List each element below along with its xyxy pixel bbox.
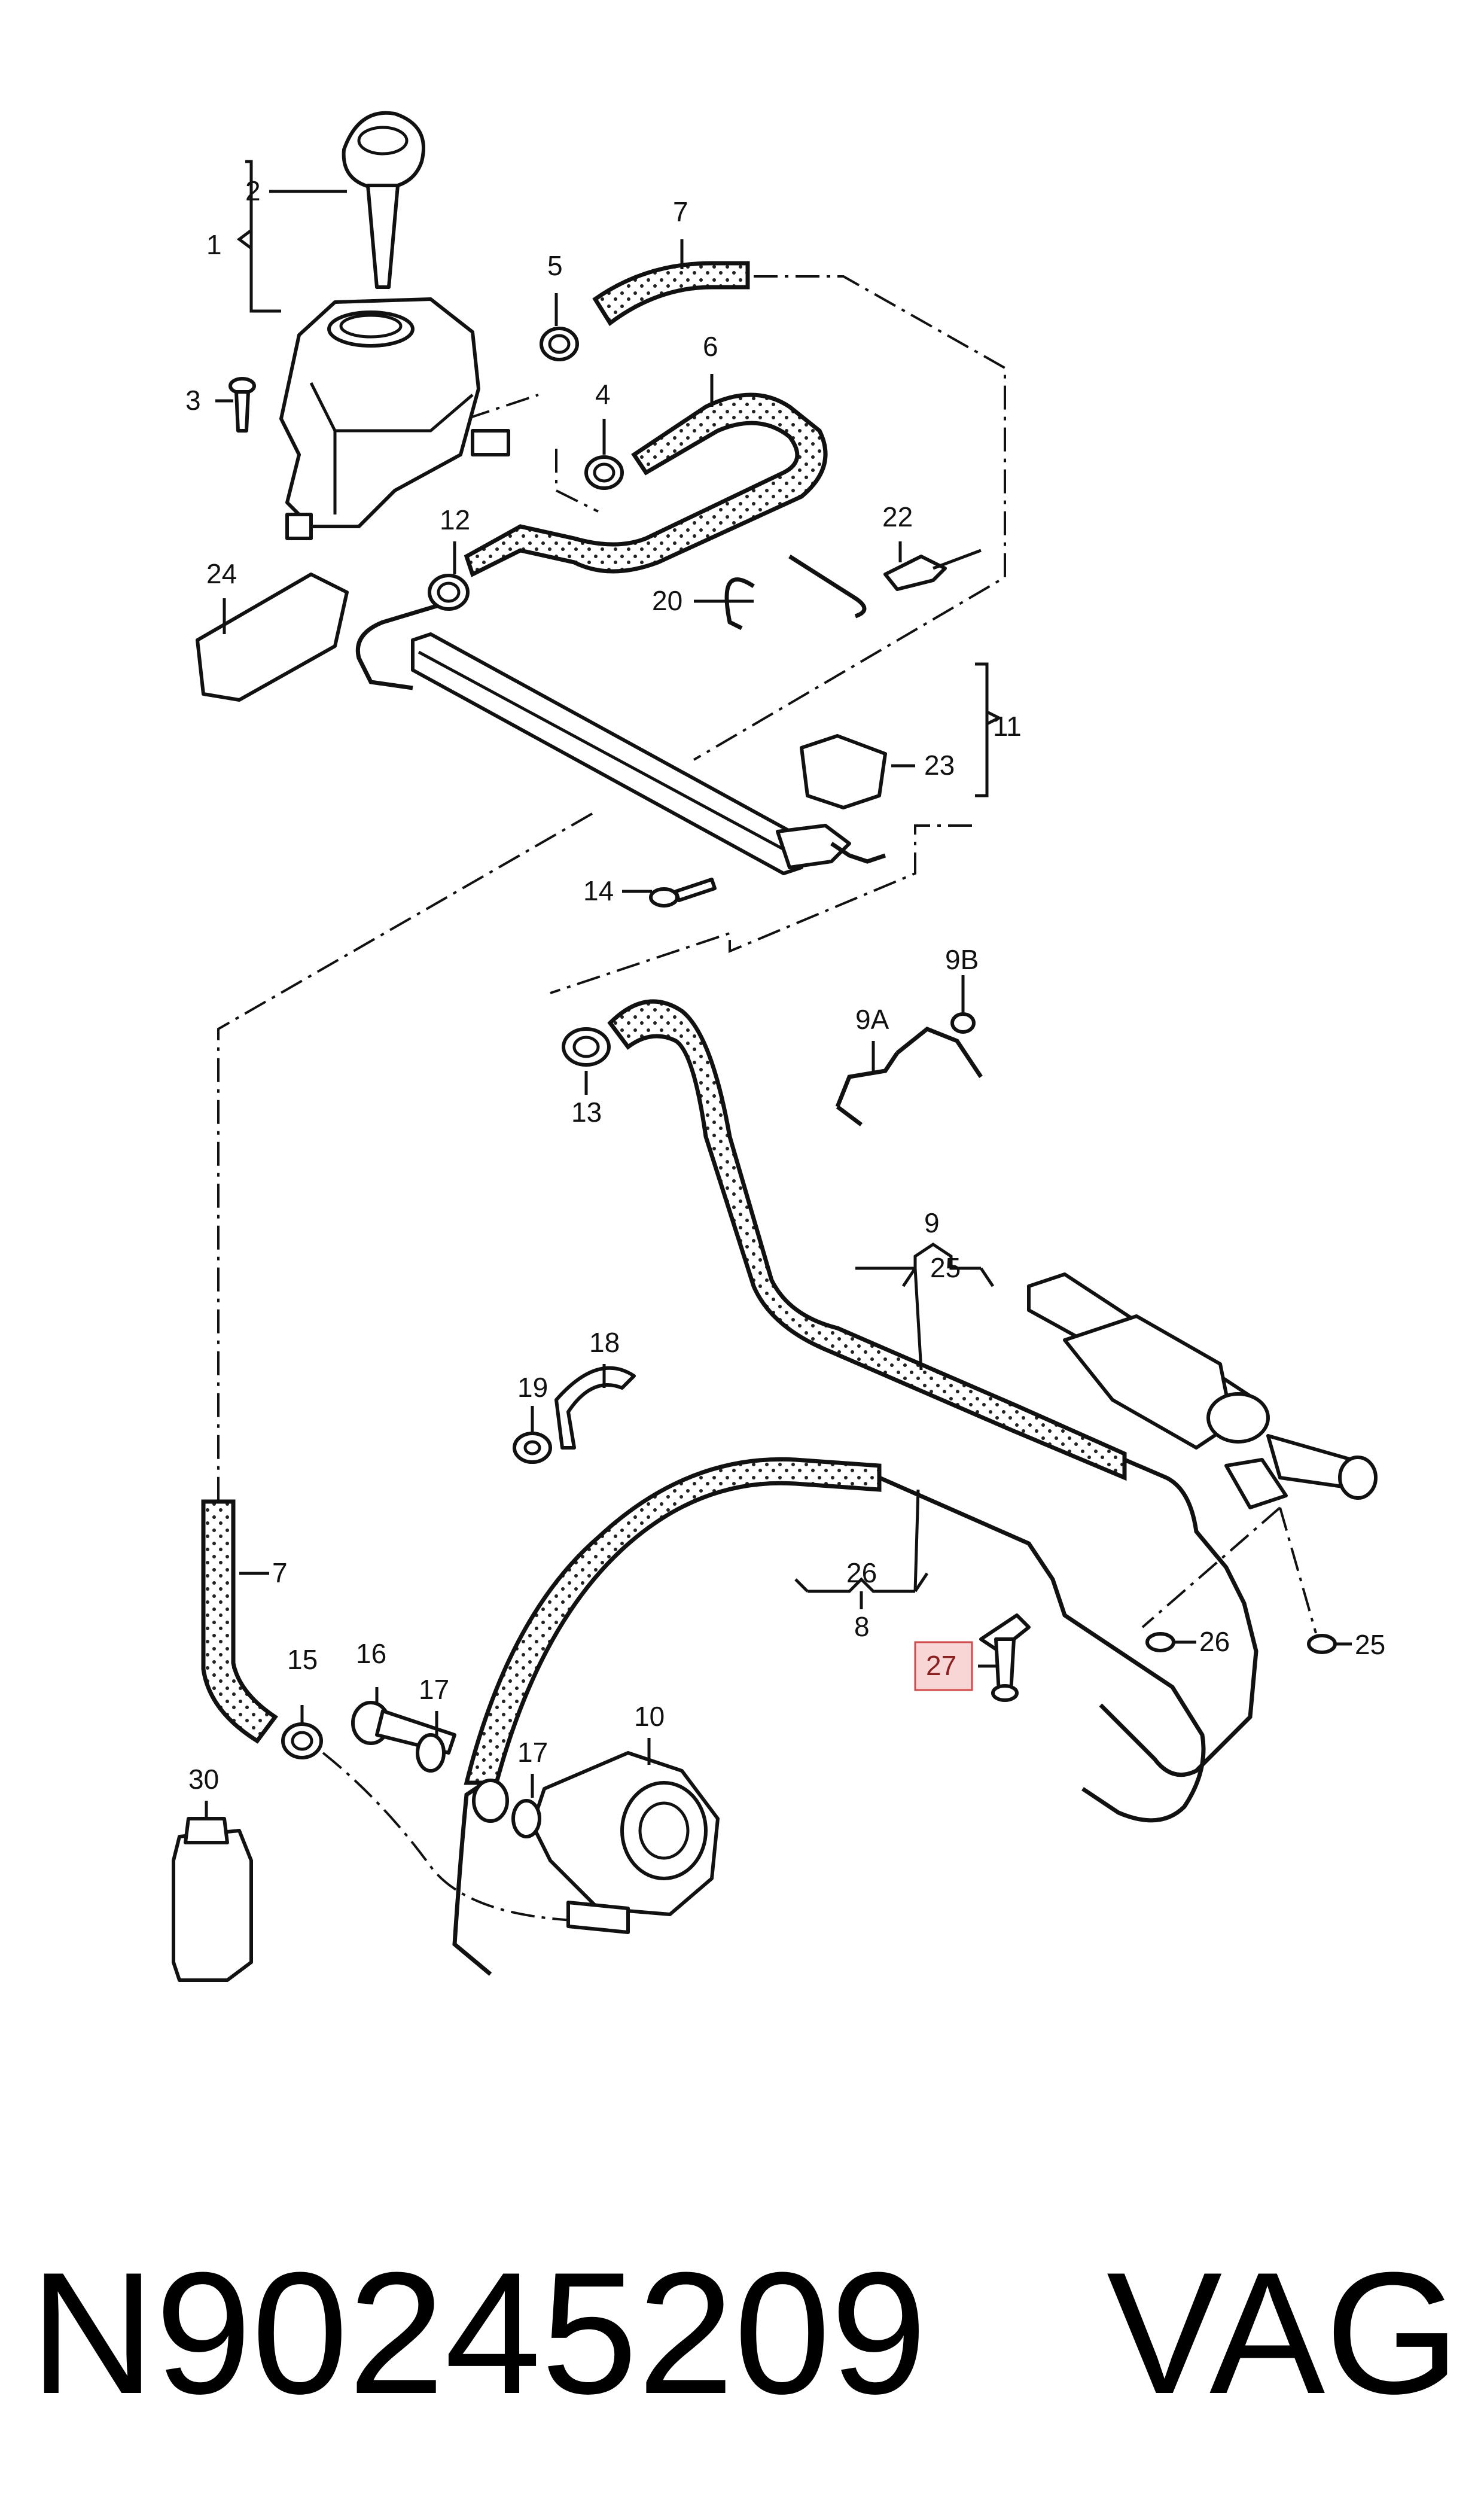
washer-17b-part: [511, 1799, 541, 1838]
callout-5: 5: [547, 250, 563, 281]
callout-23: 23: [924, 750, 955, 781]
callout-25-right: 25: [1355, 1629, 1385, 1660]
callout-30: 30: [188, 1764, 219, 1795]
pump-part: [531, 1751, 720, 1934]
callout-6: 6: [703, 331, 718, 362]
bracket-23-part: [800, 734, 887, 809]
callout-27: 27: [926, 1650, 956, 1681]
washer-17a-part: [416, 1733, 446, 1773]
clip-24-part: [196, 573, 349, 702]
clamp-12-part: [428, 574, 470, 611]
brand-name: VAG: [1107, 2236, 1460, 2430]
bolt-14-part: [649, 878, 717, 908]
leader-lines: [205, 160, 1352, 1819]
callout-13: 13: [571, 1097, 602, 1128]
callout-12: 12: [440, 504, 470, 535]
clamp-15-part: [281, 1722, 323, 1759]
callout-26-right: 26: [1199, 1626, 1230, 1657]
clip-20-part: [724, 555, 867, 631]
cooler-part: [411, 632, 886, 875]
steering-rack-part: [1027, 1272, 1378, 1509]
seal-26-part: [1145, 1632, 1175, 1652]
bolt-3-part: [228, 377, 256, 433]
callout-19: 19: [517, 1372, 548, 1403]
hose-8: [464, 1457, 882, 1785]
pipe-8-steel: [878, 1475, 1206, 1823]
clamp-5-part: [540, 327, 579, 361]
hose-7-lower: [201, 1499, 279, 1744]
callout-11: 11: [993, 711, 1022, 742]
callout-7-top: 7: [673, 196, 688, 227]
callout-25-top: 25: [930, 1252, 961, 1283]
part-number: N90245209: [30, 2236, 927, 2430]
callout-17-a: 17: [419, 1674, 449, 1705]
fluid-bottle-part: [172, 1817, 253, 1982]
nut-19-part: [513, 1432, 552, 1464]
callout-16: 16: [356, 1638, 386, 1669]
callout-9A: 9A: [855, 1004, 889, 1035]
callout-9B: 9B: [945, 944, 979, 975]
clamp-13-part: [562, 1027, 611, 1067]
callout-7-lower: 7: [272, 1557, 288, 1588]
callout-8: 8: [854, 1611, 870, 1642]
bolt-27-part: [979, 1613, 1031, 1702]
callout-15: 15: [287, 1644, 318, 1675]
clip-18-part: [554, 1366, 636, 1450]
connection-lines: [217, 275, 1317, 1922]
callout-18: 18: [589, 1327, 620, 1358]
pipe-8-lower: [452, 1781, 492, 1976]
reservoir-part: [279, 297, 510, 540]
callout-labels: 1 2 3 7 5 6 4 12 22 24 20 11 23 14 9B 9A…: [185, 175, 1385, 1795]
nut-9B-part: [950, 1012, 976, 1034]
callout-22: 22: [882, 501, 913, 532]
hose-7-upper: [592, 261, 750, 327]
clip-9B-part: [895, 1026, 983, 1078]
washer-17c-part: [472, 1779, 509, 1823]
hose-6: [464, 392, 828, 577]
callout-3: 3: [185, 385, 201, 416]
clamp-4-part: [584, 455, 624, 490]
callout-9: 9: [924, 1207, 940, 1238]
callout-24: 24: [206, 558, 237, 589]
seal-25-part: [1307, 1634, 1337, 1654]
callout-2: 2: [245, 175, 261, 206]
cap-dipstick-part: [342, 111, 425, 289]
callout-4: 4: [595, 379, 611, 410]
callout-20: 20: [652, 585, 682, 616]
clip-9A-part: [835, 1052, 899, 1126]
highlight-box-27: [914, 1641, 973, 1691]
callout-14: 14: [583, 875, 614, 906]
callout-26: 26: [846, 1557, 877, 1588]
hose-9: [607, 999, 1127, 1481]
pipe-9-lower: [1099, 1457, 1258, 1777]
callout-10: 10: [634, 1701, 665, 1732]
pipe-reservoir-to-cooler: [355, 602, 444, 690]
callout-17-b: 17: [517, 1737, 548, 1768]
rivet-22-part: [883, 549, 982, 591]
callout-1: 1: [206, 229, 222, 260]
